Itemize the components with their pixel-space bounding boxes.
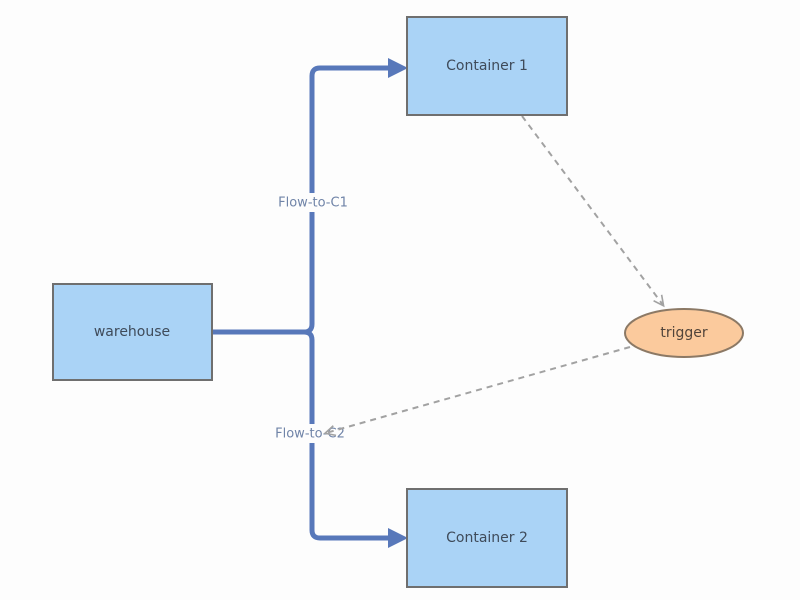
node-container1-label: Container 1: [446, 58, 528, 74]
node-trigger-label: trigger: [660, 325, 708, 341]
edge-trigger-to-flow-c2: [323, 346, 631, 437]
edge-label-flow-to-c2-text: Flow-to-C2: [275, 427, 345, 442]
node-container1: [406, 16, 568, 116]
edge-label-flow-to-c1-text: Flow-to-C1: [278, 196, 348, 211]
node-warehouse: [52, 283, 213, 381]
node-trigger: [624, 308, 744, 358]
node-container2: [406, 488, 568, 588]
edge-flow-to-c1-arrowhead-icon: [388, 58, 408, 78]
edge-label-flow-to-c1-background: [271, 193, 355, 212]
node-warehouse-label: warehouse: [94, 324, 170, 340]
edge-label-flow-to-c1: Flow-to-C1: [271, 193, 355, 212]
edge-label-flow-to-c2: Flow-to-C2: [269, 424, 353, 443]
edge-flow-to-c2-arrowhead-icon: [388, 528, 408, 548]
node-container2-label: Container 2: [446, 530, 528, 546]
edge-container1-to-trigger: [521, 115, 665, 308]
